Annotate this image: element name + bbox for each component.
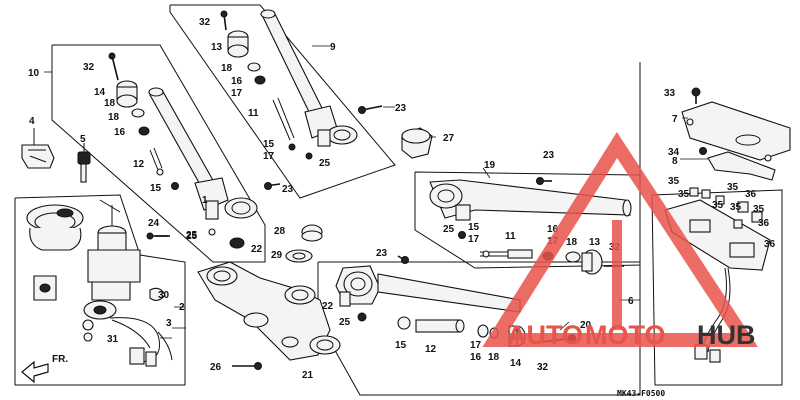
callout-15: 15 [150, 183, 162, 194]
callout-27: 27 [443, 133, 455, 144]
group-frames [14, 4, 783, 396]
callout-labels: 1 2 3 4 5 6 7 8 9 10 11 12 13 14 15 16 1… [28, 17, 776, 381]
callout-12b: 12 [425, 344, 437, 355]
callout-24: 24 [148, 218, 160, 229]
callout-32b: 32 [199, 17, 211, 28]
front-arrow-icon [21, 360, 49, 384]
callout-11: 11 [505, 231, 516, 242]
callout-32d: 32 [537, 362, 549, 373]
callout-25b: 25 [319, 158, 331, 169]
callout-17b: 17 [263, 151, 275, 162]
part-cap-27 [401, 127, 433, 159]
callout-12: 12 [133, 159, 145, 170]
callout-25c: 25 [186, 230, 198, 241]
callout-5: 5 [80, 134, 86, 145]
watermark-word-auto: AUTO [507, 320, 583, 350]
part-ignition-switch [26, 199, 173, 367]
callout-20: 20 [580, 320, 592, 331]
callout-33: 33 [664, 88, 676, 99]
callout-11b: 11 [248, 108, 259, 119]
callout-25d: 25 [443, 224, 455, 235]
callout-16b: 16 [231, 76, 243, 87]
callout-35d: 35 [712, 200, 724, 211]
callout-3: 3 [166, 318, 172, 329]
callout-35c: 35 [727, 182, 739, 193]
callout-17e: 17 [470, 340, 482, 351]
callout-17c: 17 [468, 234, 480, 245]
callout-28: 28 [274, 226, 286, 237]
callout-23c: 23 [543, 150, 555, 161]
callout-16: 16 [114, 127, 126, 138]
watermark-word-moto: MOTO [585, 320, 666, 350]
callout-6: 6 [628, 296, 634, 307]
callout-35f: 35 [753, 204, 765, 215]
callout-21: 21 [302, 370, 314, 381]
callout-14: 14 [94, 87, 106, 98]
callout-23d: 23 [376, 248, 388, 259]
callout-14b: 14 [510, 358, 522, 369]
callout-19: 19 [484, 160, 496, 171]
callout-13b: 13 [589, 237, 601, 248]
callout-36c: 36 [764, 239, 776, 250]
callout-25: 25 [186, 231, 198, 242]
callout-7: 7 [672, 114, 678, 125]
callout-23b: 23 [282, 184, 294, 195]
part-switch-housing-6 [664, 187, 771, 363]
part-right-handlebar-19 [429, 177, 632, 275]
part-bracket-8 [699, 147, 776, 181]
watermark-logo [482, 132, 758, 347]
part-left-handlebar [108, 52, 258, 249]
callout-2: 2 [179, 302, 185, 313]
callout-35: 35 [668, 176, 680, 187]
callout-25e: 25 [339, 317, 351, 328]
callout-4: 4 [29, 116, 35, 127]
part-cap-28-29 [155, 182, 409, 264]
callout-13: 13 [211, 42, 223, 53]
callout-23: 23 [395, 103, 407, 114]
callout-18b: 18 [221, 63, 233, 74]
callout-18e: 18 [488, 352, 500, 363]
part-top-bridge-21 [197, 261, 341, 370]
callout-29: 29 [271, 250, 283, 261]
callout-9: 9 [330, 42, 336, 53]
callout-18d: 18 [566, 237, 578, 248]
callout-34: 34 [668, 147, 680, 158]
callout-18c: 18 [104, 98, 116, 109]
watermark-text: AUTO MOTO HUB [507, 320, 756, 350]
part-top-cover-7 [681, 87, 791, 162]
part-right-handlebar-9 [220, 9, 383, 160]
leader-lines [44, 45, 708, 339]
part-bracket-4 [21, 128, 55, 169]
callout-26: 26 [210, 362, 222, 373]
callout-1: 1 [202, 195, 208, 206]
callout-16d: 16 [470, 352, 482, 363]
callout-36b: 36 [758, 218, 770, 229]
callout-35b: 35 [678, 189, 690, 200]
callout-18: 18 [108, 112, 120, 123]
diagram-code: MK43-F0500 [617, 389, 665, 398]
callout-15c: 15 [468, 222, 480, 233]
callout-22: 22 [251, 244, 263, 255]
callout-36: 36 [745, 189, 757, 200]
callout-10: 10 [28, 68, 40, 79]
callout-30: 30 [158, 290, 170, 301]
watermark-word-hub: HUB [697, 320, 756, 350]
callout-32: 32 [83, 62, 95, 73]
part-key-5 [77, 143, 91, 183]
callout-16c: 16 [547, 224, 559, 235]
callout-35e: 35 [730, 202, 742, 213]
callout-15b: 15 [263, 139, 275, 150]
front-label: FR. [52, 354, 68, 365]
callout-22b: 22 [322, 301, 334, 312]
callout-15d: 15 [395, 340, 407, 351]
callout-31: 31 [107, 334, 119, 345]
callout-8: 8 [672, 156, 678, 167]
callout-17: 17 [231, 88, 243, 99]
